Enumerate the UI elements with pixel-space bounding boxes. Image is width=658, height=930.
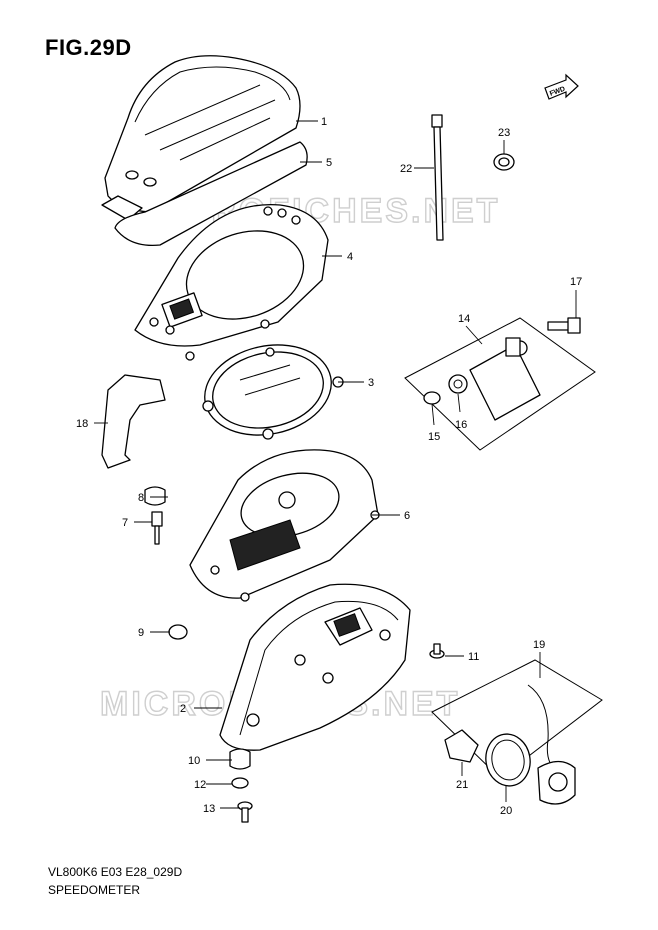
part-17-bolt <box>547 317 581 334</box>
figure-name: SPEEDOMETER <box>48 883 141 897</box>
callout-16: 16 <box>455 419 467 431</box>
callout-11: 11 <box>468 651 479 663</box>
callout-10: 10 <box>188 755 200 767</box>
callout-23: 23 <box>498 127 510 139</box>
callout-13: 13 <box>203 803 215 815</box>
part-1-meter-cover <box>101 55 301 221</box>
part-22-cable-tie <box>431 114 444 241</box>
kit-box-19 <box>431 659 603 805</box>
leader-lines <box>94 120 577 809</box>
callout-19: 19 <box>533 639 545 651</box>
part-2-lower-case <box>219 583 411 751</box>
callout-4: 4 <box>347 251 353 263</box>
callout-6: 6 <box>404 510 410 522</box>
kit-box-14 <box>404 317 596 451</box>
part-9-cushion <box>168 624 188 640</box>
callout-1: 1 <box>321 116 327 128</box>
callout-17: 17 <box>570 276 582 288</box>
callout-21: 21 <box>456 779 468 791</box>
callout-12: 12 <box>194 779 206 791</box>
callout-20: 20 <box>500 805 512 817</box>
callout-18: 18 <box>76 418 88 430</box>
callout-8: 8 <box>138 492 144 504</box>
callout-2: 2 <box>180 703 186 715</box>
part-7-stud <box>151 511 163 545</box>
part-4-bezel <box>134 203 329 361</box>
part-6-meter-unit <box>189 449 380 602</box>
part-23-clamp <box>493 153 515 171</box>
callout-14: 14 <box>458 313 470 325</box>
part-5-gasket <box>114 141 308 247</box>
part-13-screw <box>237 801 253 823</box>
part-11-screw <box>429 643 445 659</box>
figure-title: FIG.29D <box>45 35 132 60</box>
part-8-grommet <box>144 486 166 506</box>
callout-15: 15 <box>428 431 440 443</box>
callout-9: 9 <box>138 627 144 639</box>
part-12-washer <box>231 777 249 789</box>
callout-22: 22 <box>400 163 412 175</box>
part-18-bracket <box>101 374 166 469</box>
fwd-arrow-icon: FWD <box>544 73 579 100</box>
figure-code: VL800K6 E03 E28_029D <box>48 865 183 879</box>
part-3-lens-ring <box>202 344 344 440</box>
callout-5: 5 <box>326 157 332 169</box>
callout-3: 3 <box>368 377 374 389</box>
part-10-grommet <box>229 748 251 770</box>
callout-7: 7 <box>122 517 128 529</box>
